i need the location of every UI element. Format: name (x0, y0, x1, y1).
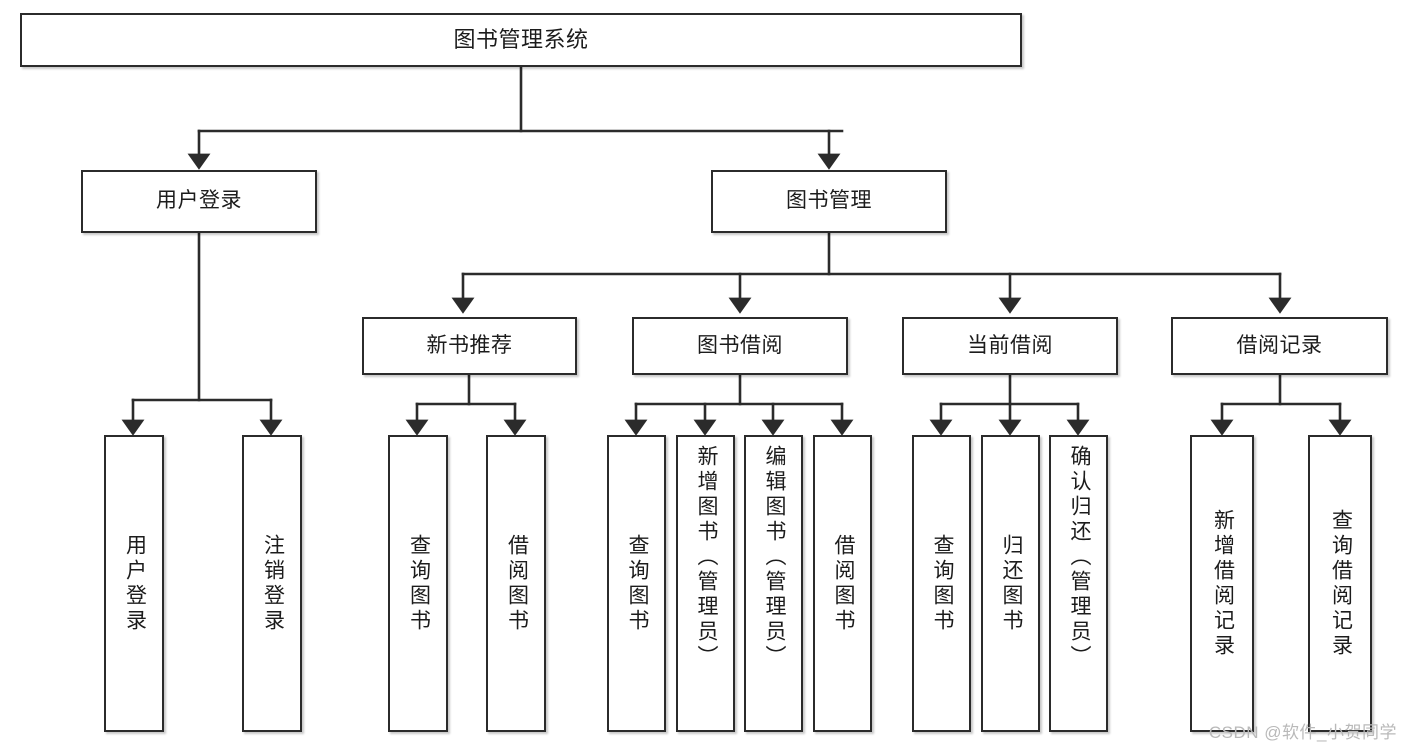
node-label: 注销登录 (261, 533, 285, 634)
node-root-book-management-system[interactable]: 图书管理系统 (20, 13, 1022, 67)
node-label: 借阅图书 (831, 533, 855, 634)
node-leaf-user-login[interactable]: 用户登录 (104, 435, 164, 732)
node-leaf-edit-book[interactable]: 编辑图书（管理员） (744, 435, 803, 732)
node-label: 查询图书 (625, 533, 649, 634)
node-leaf-query-record[interactable]: 查询借阅记录 (1308, 435, 1372, 732)
node-label: 新增借阅记录 (1211, 508, 1235, 659)
node-leaf-borrow-book-1[interactable]: 借阅图书 (486, 435, 546, 732)
node-borrow-record[interactable]: 借阅记录 (1171, 317, 1388, 375)
node-label: 图书管理 (786, 189, 872, 213)
node-leaf-query-book-1[interactable]: 查询图书 (388, 435, 448, 732)
node-label: 新增图书（管理员） (694, 445, 718, 670)
node-book-management[interactable]: 图书管理 (711, 170, 947, 233)
node-label: 确认归还（管理员） (1067, 445, 1091, 670)
node-label: 查询图书 (930, 533, 954, 634)
node-leaf-logout-login[interactable]: 注销登录 (242, 435, 302, 732)
node-label: 查询图书 (407, 533, 431, 634)
node-label: 借阅图书 (505, 533, 529, 634)
node-label: 当前借阅 (967, 333, 1053, 357)
node-leaf-query-book-3[interactable]: 查询图书 (912, 435, 971, 732)
node-label: 用户登录 (156, 189, 242, 213)
node-current-borrow[interactable]: 当前借阅 (902, 317, 1118, 375)
node-leaf-add-record[interactable]: 新增借阅记录 (1190, 435, 1254, 732)
node-book-borrow[interactable]: 图书借阅 (632, 317, 848, 375)
node-leaf-confirm-return[interactable]: 确认归还（管理员） (1049, 435, 1108, 732)
node-label: 借阅记录 (1236, 333, 1323, 357)
node-label: 归还图书 (999, 533, 1023, 634)
node-user-login[interactable]: 用户登录 (81, 170, 317, 233)
node-leaf-add-book[interactable]: 新增图书（管理员） (676, 435, 735, 732)
node-label: 新书推荐 (426, 333, 513, 357)
node-leaf-return-book[interactable]: 归还图书 (981, 435, 1040, 732)
node-new-book-recommend[interactable]: 新书推荐 (362, 317, 577, 375)
node-label: 查询借阅记录 (1329, 508, 1353, 659)
node-label: 图书借阅 (697, 333, 783, 357)
node-label: 编辑图书（管理员） (762, 445, 786, 670)
node-leaf-borrow-book-2[interactable]: 借阅图书 (813, 435, 872, 732)
csdn-watermark: CSDN @软件_小贺同学 (1208, 723, 1397, 742)
node-label: 图书管理系统 (453, 27, 589, 53)
node-label: 用户登录 (123, 533, 147, 634)
node-leaf-query-book-2[interactable]: 查询图书 (607, 435, 666, 732)
